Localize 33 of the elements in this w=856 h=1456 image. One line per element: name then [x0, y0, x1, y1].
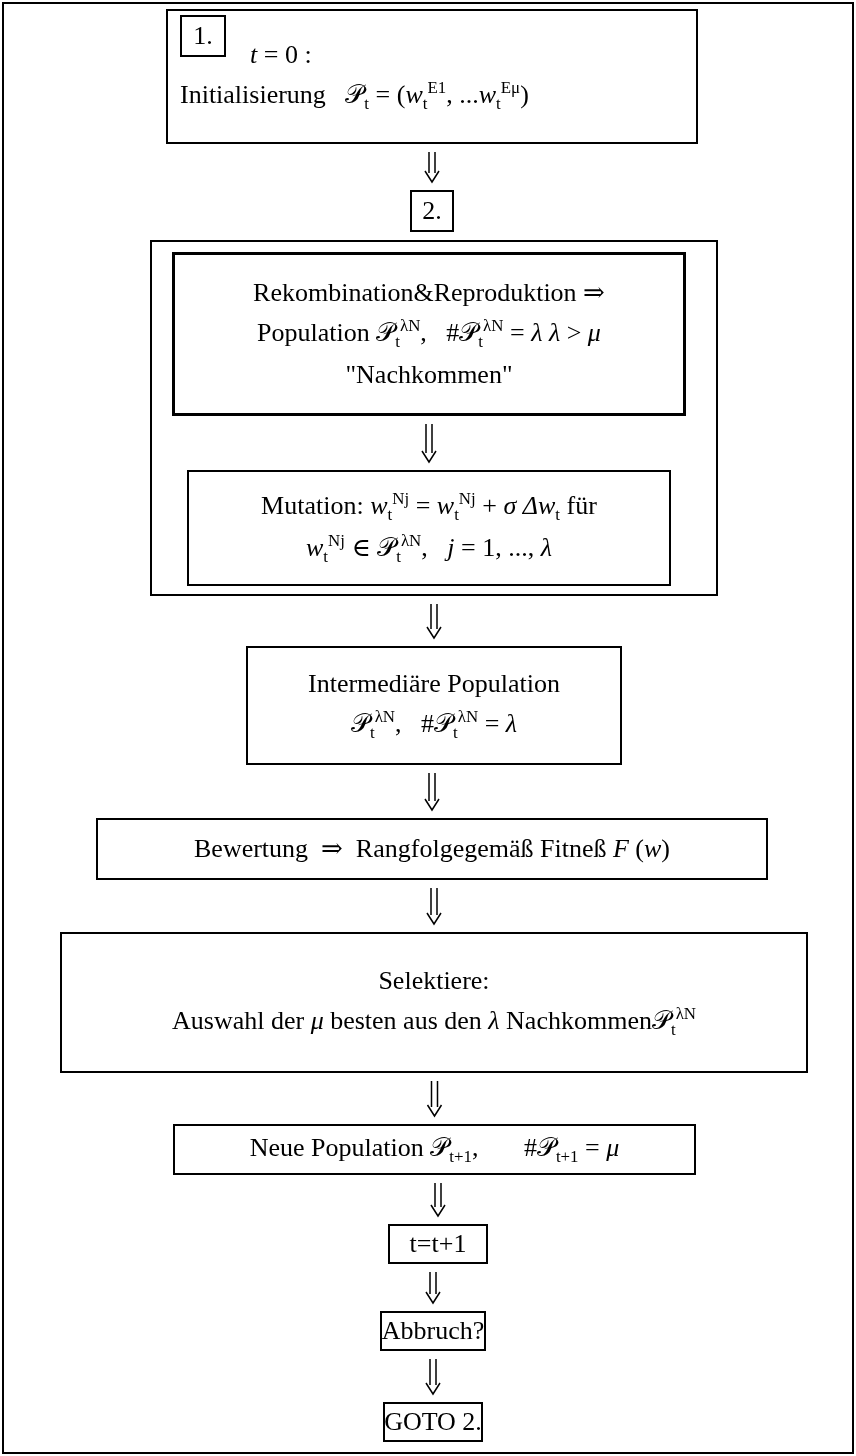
- box-heading: Selektiere:: [378, 965, 490, 998]
- process-box: [173, 1124, 696, 1175]
- double-arrow: [426, 1080, 443, 1118]
- box-text: Intermediäre Population 𝒫$_{t}$$^{λN}$, #𝒫$_{t}$$^{λN}$ = λ: [307, 668, 561, 745]
- process-box: [96, 818, 768, 880]
- box-text: Initialisierung 𝒫$_{t}$ = (w$_{t}$$^{E1}$, ...w$_{t}$$^{Eμ}$): [180, 77, 529, 116]
- double-arrow: [424, 772, 440, 812]
- process-box: [246, 646, 622, 765]
- process-box: [388, 1224, 488, 1264]
- box-text: Rekombination&Reproduktion ⇒ Population 𝒫$_{t}$$^{λN}$, #𝒫$_{t}$$^{λN}$ = λ λ > μ "Nachkommen": [252, 276, 606, 392]
- double-arrow: [430, 1182, 446, 1218]
- double-arrow: [425, 1271, 441, 1305]
- double-arrow: [424, 151, 440, 184]
- double-arrow: [425, 1358, 441, 1396]
- box-text: t=t+1: [409, 1227, 467, 1260]
- box-text: Neue Population 𝒫$_{t+1}$, #𝒫$_{t+1}$ = μ: [249, 1132, 620, 1169]
- group-box: [150, 240, 718, 596]
- process-box: [187, 470, 671, 586]
- process-box: [166, 9, 698, 144]
- box-heading: t = 0 :: [250, 39, 312, 72]
- box-text: GOTO 2.: [384, 1405, 482, 1438]
- step-number: [410, 190, 454, 232]
- box-text: Mutation: w$_{t}$$^{Nj}$ = w$_{t}$$^{Nj}$ + σ Δw$_{t}$ für w$_{t}$$^{Nj}$ ∈ 𝒫$_{t}$$^{λN}$, j = 1, ..., λ: [260, 487, 598, 569]
- process-box: [172, 252, 686, 416]
- box-text: Bewertung ⇒ Rangfolgegemäß Fitneß F (w): [194, 832, 670, 865]
- double-arrow: [426, 887, 442, 926]
- process-box: [60, 932, 808, 1073]
- double-arrow: [426, 603, 442, 640]
- box-text: 2.: [422, 194, 442, 227]
- box-text: Abbruch?: [381, 1314, 485, 1347]
- step-number: [180, 15, 226, 57]
- box-text: 1.: [193, 19, 213, 52]
- double-arrow: [421, 423, 437, 464]
